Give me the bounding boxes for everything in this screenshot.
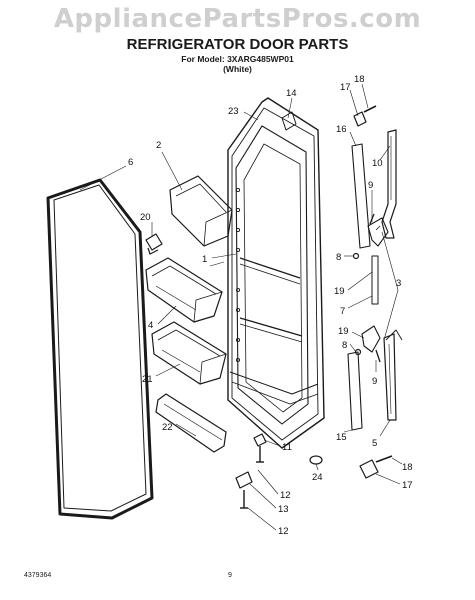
callout-19-bottom: 19 bbox=[338, 326, 349, 337]
leader-lines bbox=[79, 83, 403, 531]
callout-18-top: 18 bbox=[354, 74, 365, 85]
callout-17-bottom: 17 bbox=[402, 480, 413, 491]
callout-21: 21 bbox=[142, 374, 153, 385]
callout-4: 4 bbox=[148, 320, 153, 331]
callout-5: 5 bbox=[372, 438, 377, 449]
callout-9-top: 9 bbox=[368, 180, 373, 191]
hinge-pin-upper bbox=[353, 105, 377, 127]
callout-22: 22 bbox=[162, 422, 173, 433]
callout-10: 10 bbox=[372, 158, 383, 169]
callout-8-bottom: 8 bbox=[342, 340, 347, 351]
page-number: 9 bbox=[228, 572, 232, 579]
callout-15: 15 bbox=[336, 432, 347, 443]
door-assembly bbox=[227, 97, 325, 449]
door-gasket bbox=[46, 178, 154, 520]
callout-1: 1 bbox=[202, 254, 207, 265]
callout-24: 24 bbox=[312, 472, 323, 483]
hinge-pin-lower bbox=[359, 455, 393, 479]
color-line: (White) bbox=[223, 64, 252, 74]
door-bin-upper bbox=[145, 257, 223, 323]
bottom-bin bbox=[155, 393, 227, 453]
callout-12-bottom: 12 bbox=[278, 526, 289, 537]
door-stop-and-screws bbox=[235, 433, 267, 509]
door-cap bbox=[309, 455, 323, 465]
callout-2: 2 bbox=[156, 140, 161, 151]
callout-7: 7 bbox=[340, 306, 345, 317]
hinge-bracket-upper bbox=[367, 217, 389, 305]
door-bin-lower bbox=[151, 321, 227, 385]
callout-20: 20 bbox=[140, 212, 151, 223]
bin-clip bbox=[145, 233, 163, 255]
document-code: 4379364 bbox=[24, 572, 52, 579]
hinge-screws bbox=[352, 213, 381, 363]
hinge-bracket-lower bbox=[361, 325, 381, 353]
top-bin bbox=[169, 175, 233, 247]
callout-23: 23 bbox=[228, 106, 239, 117]
trim-strip-lower bbox=[347, 351, 363, 431]
callout-19-top: 19 bbox=[334, 286, 345, 297]
callout-12-top: 12 bbox=[280, 490, 291, 501]
callout-numbers: 6 2 20 1 4 21 22 23 14 16 17 18 10 9 8 1… bbox=[128, 74, 413, 537]
handle-lower bbox=[383, 329, 403, 421]
callout-18-bottom: 18 bbox=[402, 462, 413, 473]
page-title: REFRIGERATOR DOOR PARTS bbox=[126, 36, 349, 53]
watermark: AppliancePartsPros.com bbox=[53, 4, 422, 34]
callout-9-bottom: 9 bbox=[372, 376, 377, 387]
model-line: For Model: 3XARG485WP01 bbox=[181, 54, 294, 64]
callout-11: 11 bbox=[282, 442, 292, 453]
callout-6: 6 bbox=[128, 157, 133, 168]
trim-strip-upper bbox=[351, 143, 371, 249]
callout-8-top: 8 bbox=[336, 252, 341, 263]
callout-17-top: 17 bbox=[340, 82, 351, 93]
handle-upper bbox=[381, 129, 397, 239]
callout-16: 16 bbox=[336, 124, 347, 135]
callout-13: 13 bbox=[278, 504, 289, 515]
callout-14: 14 bbox=[286, 88, 297, 99]
callout-3: 3 bbox=[396, 278, 401, 289]
